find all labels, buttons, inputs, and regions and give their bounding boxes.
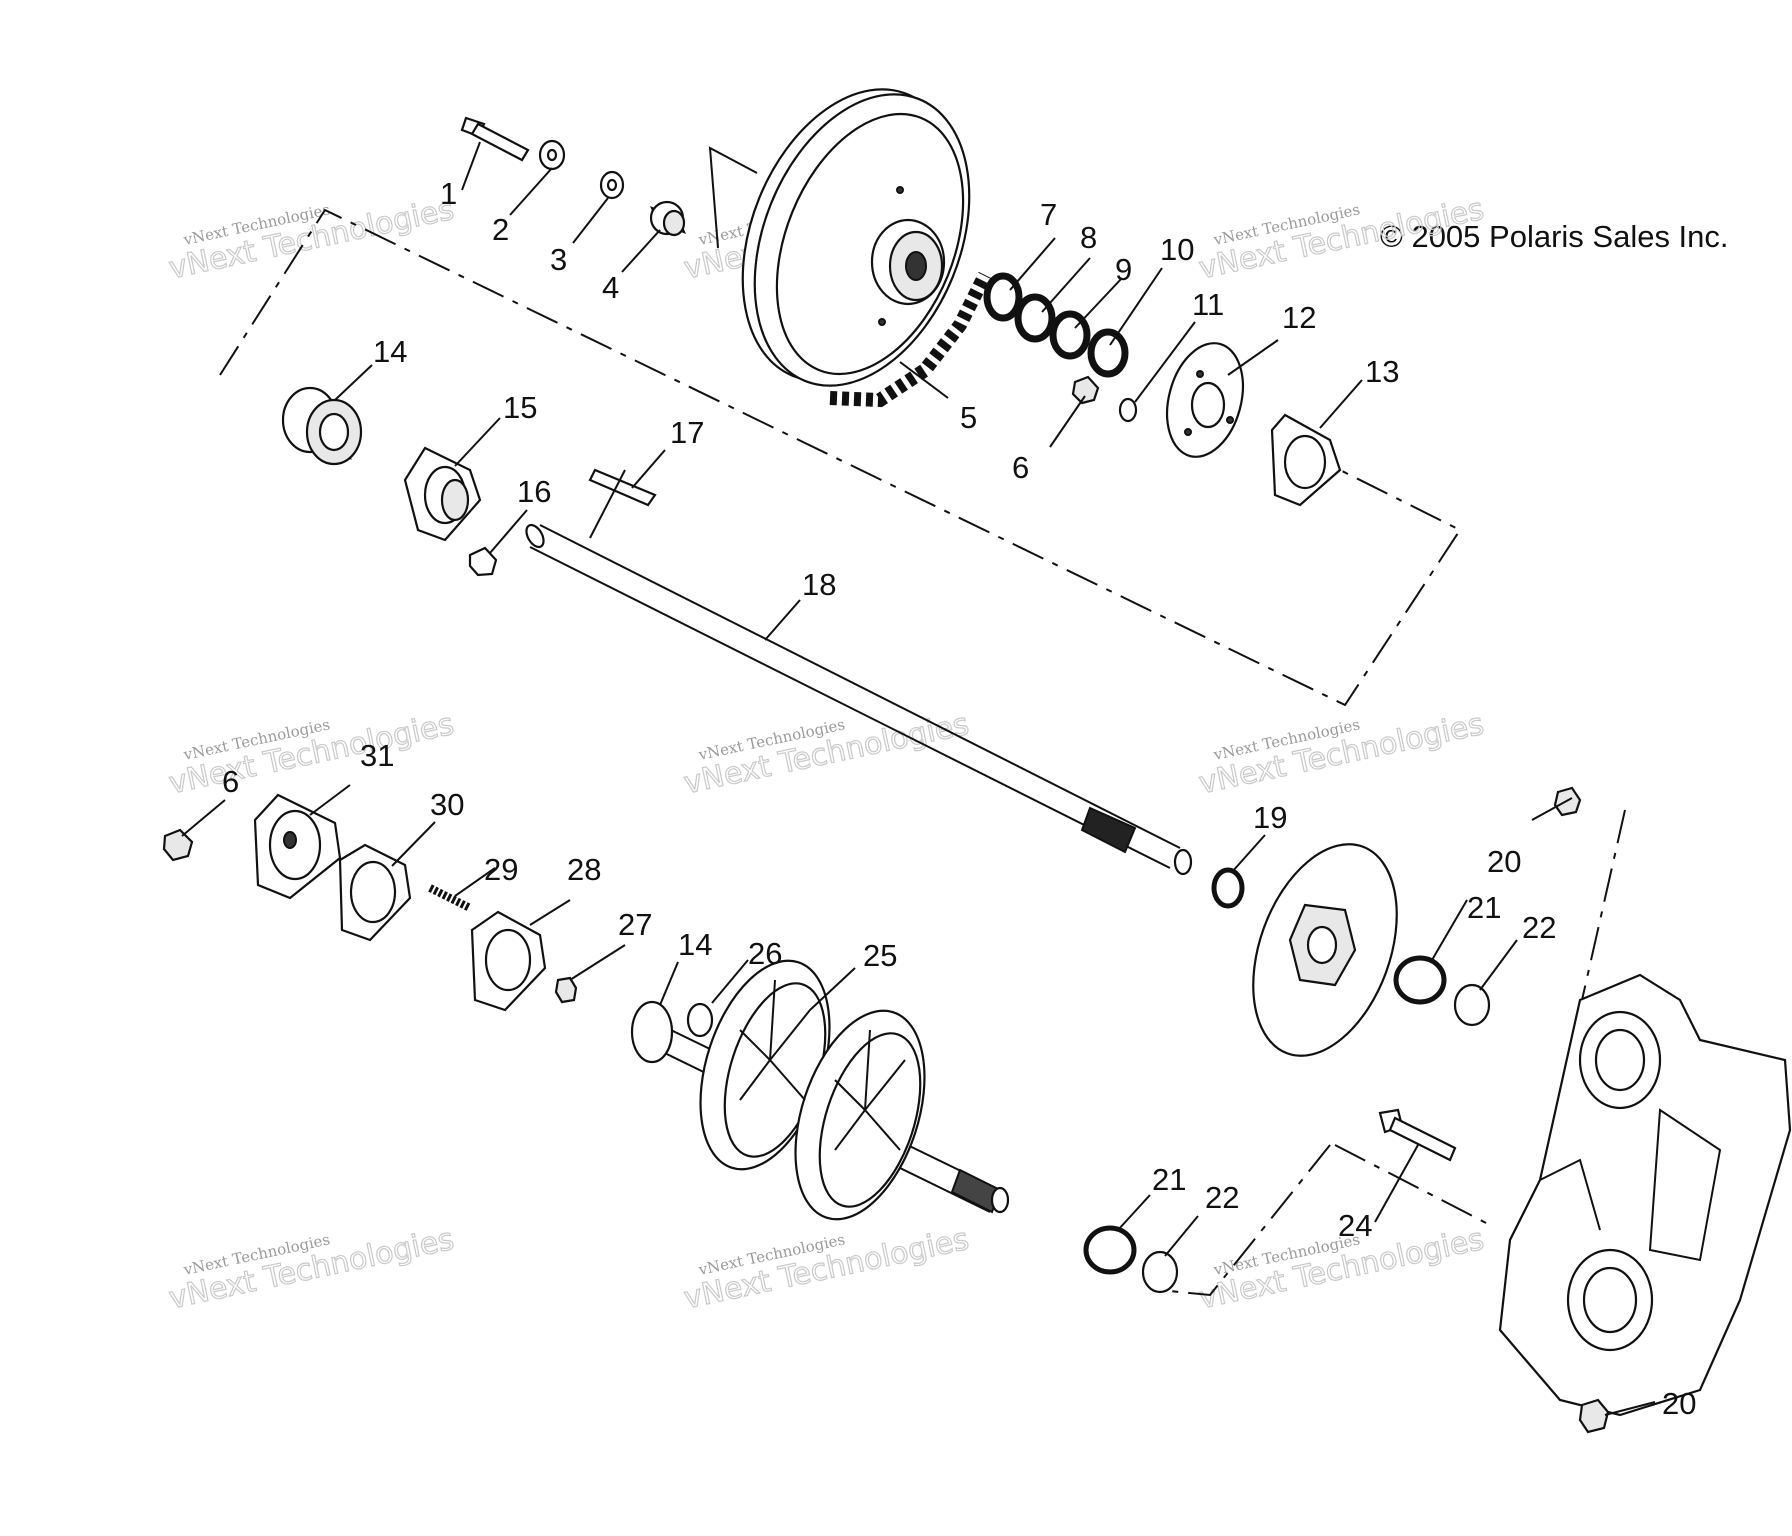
callout-label: 19: [1253, 800, 1287, 835]
nut-part: [1071, 375, 1100, 405]
pulley-part: [708, 88, 971, 387]
bolt-part: [460, 116, 530, 162]
bolt-part: [1378, 1108, 1457, 1162]
callout-label: 2: [492, 212, 509, 247]
chaincase-part: [1498, 973, 1792, 1417]
bolt-part: [468, 546, 498, 577]
callout-label: 15: [503, 390, 537, 425]
callout-label: 5: [960, 400, 977, 435]
seal-part: [1141, 1250, 1179, 1294]
callout-label: 3: [550, 242, 567, 277]
plate-part: [1166, 342, 1244, 458]
callout-label: 21: [1467, 890, 1501, 925]
callout-label: 16: [517, 474, 551, 509]
bearing-housing-part: [253, 793, 342, 900]
bearing-part: [1393, 955, 1447, 1005]
leader-lines: [181, 141, 1656, 1416]
bushing-part: [554, 976, 578, 1004]
callout-label: 22: [1522, 910, 1556, 945]
key-part: [588, 468, 657, 507]
callout-label: 10: [1160, 232, 1194, 267]
callout-label: 24: [1338, 1208, 1372, 1243]
callout-label: 13: [1365, 354, 1399, 389]
callout-label: 9: [1115, 252, 1132, 287]
callout-label: 6: [222, 764, 239, 799]
callout-label: 14: [373, 334, 407, 369]
callout-label: 26: [748, 936, 782, 971]
callout-label: 18: [802, 567, 836, 602]
nut-part: [1578, 1398, 1610, 1434]
callout-label: 29: [484, 852, 518, 887]
callout-label: 30: [430, 787, 464, 822]
seal-part: [1453, 983, 1491, 1027]
callout-label: 31: [360, 738, 394, 773]
ring-part: [1087, 328, 1129, 378]
callout-labels: 1 2 3 4 5 6 7 8 9 10 11 12 13 14 15 16 1…: [222, 176, 1696, 1421]
callout-label: 20: [1487, 844, 1521, 879]
callout-label: 12: [1282, 300, 1316, 335]
callout-label: 28: [567, 852, 601, 887]
flange-part: [403, 446, 482, 542]
callout-label: 21: [1152, 1162, 1186, 1197]
flange-part: [1270, 413, 1342, 507]
callout-label: 6: [1012, 450, 1029, 485]
shaft-part: [525, 523, 1193, 876]
callout-label: 17: [670, 415, 704, 450]
washer-part: [1118, 397, 1138, 423]
bearing-part: [281, 386, 363, 466]
ring-part: [1014, 293, 1056, 343]
callout-label: 8: [1080, 220, 1097, 255]
callout-label: 11: [1192, 287, 1224, 322]
callout-label: 7: [1040, 197, 1057, 232]
callout-label: 25: [863, 938, 897, 973]
pin-part: [428, 884, 472, 912]
bearing-part: [1083, 1225, 1137, 1275]
copyright-text: © 2005 Polaris Sales Inc.: [1380, 219, 1729, 254]
nut-part: [162, 828, 194, 862]
flange-part: [470, 910, 547, 1012]
bushing-part: [649, 200, 687, 237]
callout-label: 4: [602, 270, 619, 305]
callout-label: 14: [678, 927, 712, 962]
callout-label: 27: [618, 907, 652, 942]
callout-label: 22: [1205, 1180, 1239, 1215]
callout-label: 20: [1662, 1386, 1696, 1421]
brake-disc-part: [1252, 843, 1398, 1057]
callout-label: 1: [440, 176, 457, 211]
drive-shaft-assembly: [630, 959, 1010, 1221]
gasket-part: [338, 843, 412, 942]
ring-part: [983, 272, 1023, 322]
ring-part: [1211, 867, 1245, 909]
assembly-lines: [219, 208, 1626, 1297]
